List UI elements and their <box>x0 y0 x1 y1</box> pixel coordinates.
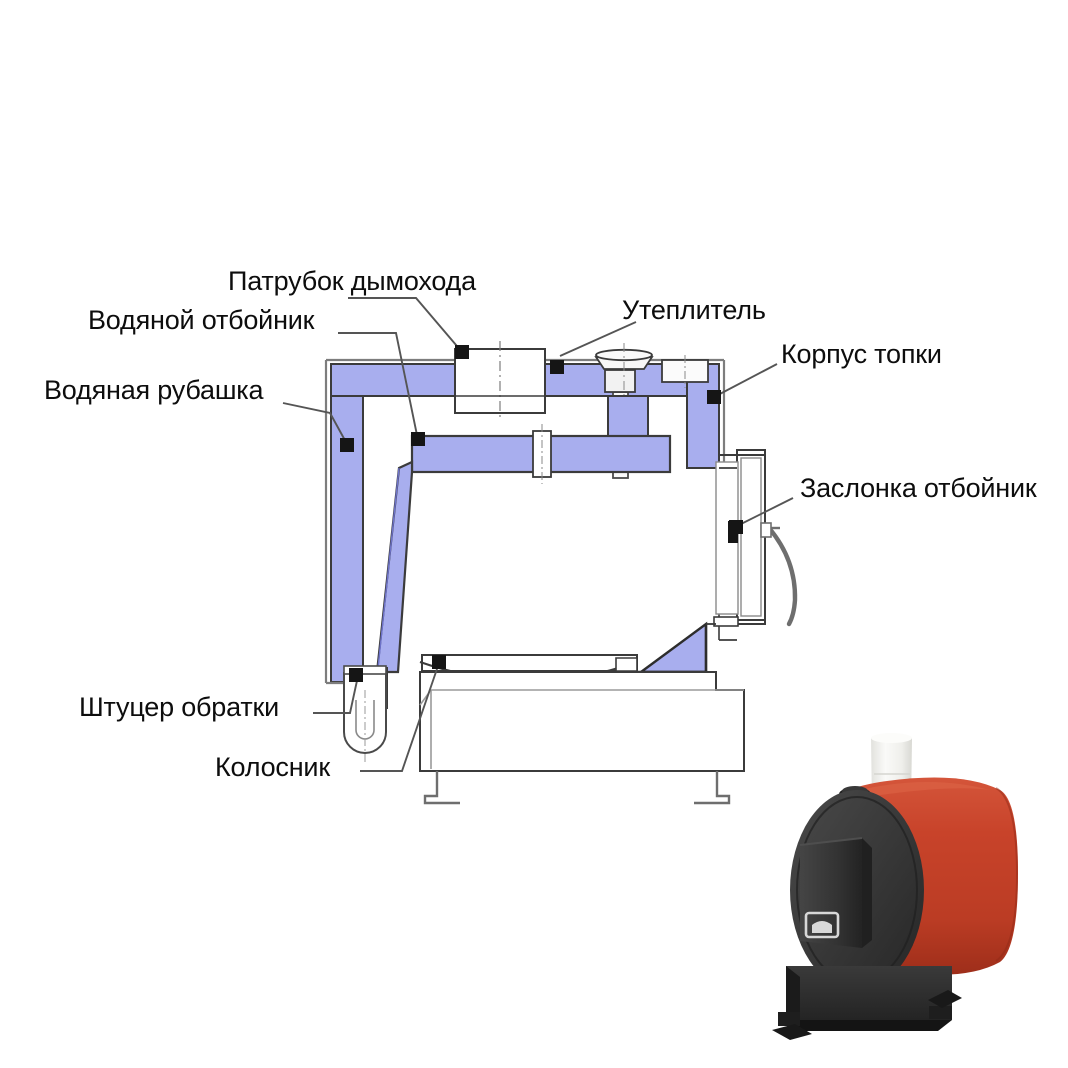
marker-water-baffle <box>411 432 425 446</box>
leader-smoke-pipe <box>348 297 463 353</box>
leader-grate <box>360 665 439 772</box>
support-legs <box>423 771 731 805</box>
furnace-emblem-icon <box>804 911 840 939</box>
cross-section-group <box>282 297 798 805</box>
leader-damper <box>736 497 794 527</box>
firebox-door-assembly <box>713 449 798 627</box>
boiler-stand <box>772 966 962 1040</box>
stand-foot-left <box>778 1012 800 1026</box>
leader-return-pipe <box>313 675 359 714</box>
callout-return-fitting: Штуцер обратки <box>79 692 279 722</box>
marker-insulation <box>550 360 564 374</box>
leader-water-baffle <box>338 332 419 441</box>
water-baffle-element <box>375 424 672 674</box>
grate-assembly <box>419 654 638 682</box>
marker-grate <box>432 655 446 669</box>
top-socket-fitting <box>661 355 709 388</box>
marker-damper <box>729 520 743 534</box>
leader-firebox-body <box>715 363 778 397</box>
marker-firebox-body <box>707 390 721 404</box>
boiler-photo-group <box>772 733 1019 1040</box>
ash-box <box>419 671 745 772</box>
callout-firebox-body: Корпус топки <box>781 339 942 369</box>
callout-damper: Заслонка отбойник <box>800 473 1037 503</box>
callout-markers <box>340 345 743 682</box>
callout-water-baffle: Водяной отбойник <box>88 305 315 335</box>
leader-water-jacket <box>282 402 348 445</box>
boiler-door <box>799 837 872 948</box>
callout-smoke-pipe: Патрубок дымохода <box>228 266 476 296</box>
leader-insulation <box>559 321 637 357</box>
marker-smoke-pipe <box>455 345 469 359</box>
callout-water-jacket: Водяная рубашка <box>44 375 264 405</box>
callout-insulation: Утеплитель <box>622 295 766 325</box>
marker-return-pipe <box>349 668 363 682</box>
stand-foot-right <box>929 1006 952 1019</box>
deflector-wedge <box>637 621 708 674</box>
callout-grate: Колосник <box>215 752 330 782</box>
callout-leaders <box>282 297 794 772</box>
marker-water-jacket <box>340 438 354 452</box>
